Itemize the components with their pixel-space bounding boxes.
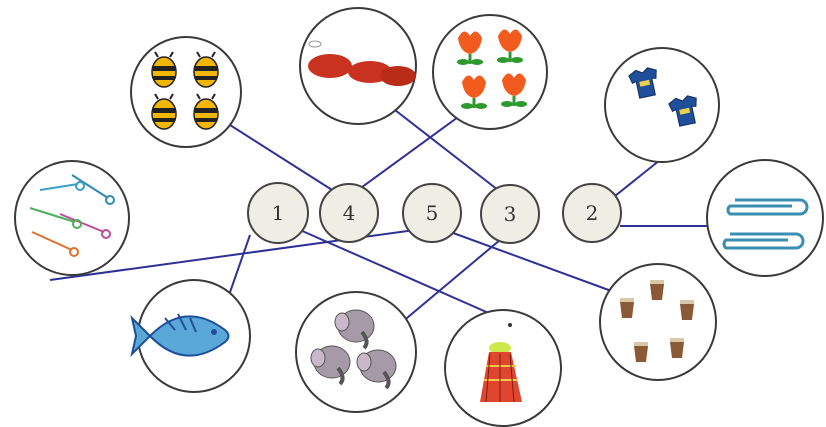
link-tulips-4	[357, 111, 466, 191]
picture-circle-scissors[interactable]	[14, 160, 130, 276]
fish-icon	[130, 313, 230, 358]
number-circle-4[interactable]: 4	[319, 183, 379, 243]
number-circle-5[interactable]: 5	[402, 183, 462, 243]
picture-circle-shuttlecock[interactable]	[444, 309, 562, 427]
picture-circle-elephants[interactable]	[295, 291, 417, 413]
number-circle-3[interactable]: 3	[480, 184, 540, 244]
picture-circle-cups[interactable]	[599, 263, 717, 381]
picture-circle-fish[interactable]	[130, 279, 251, 393]
number-label: 3	[504, 202, 517, 226]
picture-circle-shirts[interactable]	[604, 47, 720, 163]
tulip-icon	[457, 29, 527, 109]
number-label: 4	[343, 201, 356, 225]
picture-circle-crabs[interactable]	[299, 7, 417, 125]
link-shirts-2	[609, 159, 661, 201]
link-cups-5	[444, 229, 626, 297]
link-shuttle-1	[299, 229, 501, 319]
picture-circle-bees[interactable]	[130, 36, 242, 148]
bee-icon	[151, 51, 219, 130]
number-circle-1[interactable]: 1	[247, 182, 309, 244]
crab-icon	[308, 40, 416, 86]
scissors-icon	[29, 174, 115, 257]
link-crabs-3	[394, 109, 499, 191]
shirt-icon	[628, 67, 697, 127]
shuttlecock-icon	[480, 323, 522, 403]
paperclip-icon	[722, 198, 809, 250]
link-elephants-3	[394, 239, 501, 329]
number-label: 1	[272, 201, 285, 225]
number-label: 2	[586, 201, 599, 225]
picture-circle-tulips[interactable]	[432, 14, 548, 130]
elephant-icon	[310, 309, 397, 390]
number-label: 5	[426, 201, 439, 225]
link-fish-1	[227, 234, 251, 299]
number-circle-2[interactable]: 2	[562, 183, 622, 243]
picture-circle-paperclips[interactable]	[706, 159, 824, 277]
link-bees-4	[229, 124, 341, 196]
cup-icon	[620, 280, 694, 362]
